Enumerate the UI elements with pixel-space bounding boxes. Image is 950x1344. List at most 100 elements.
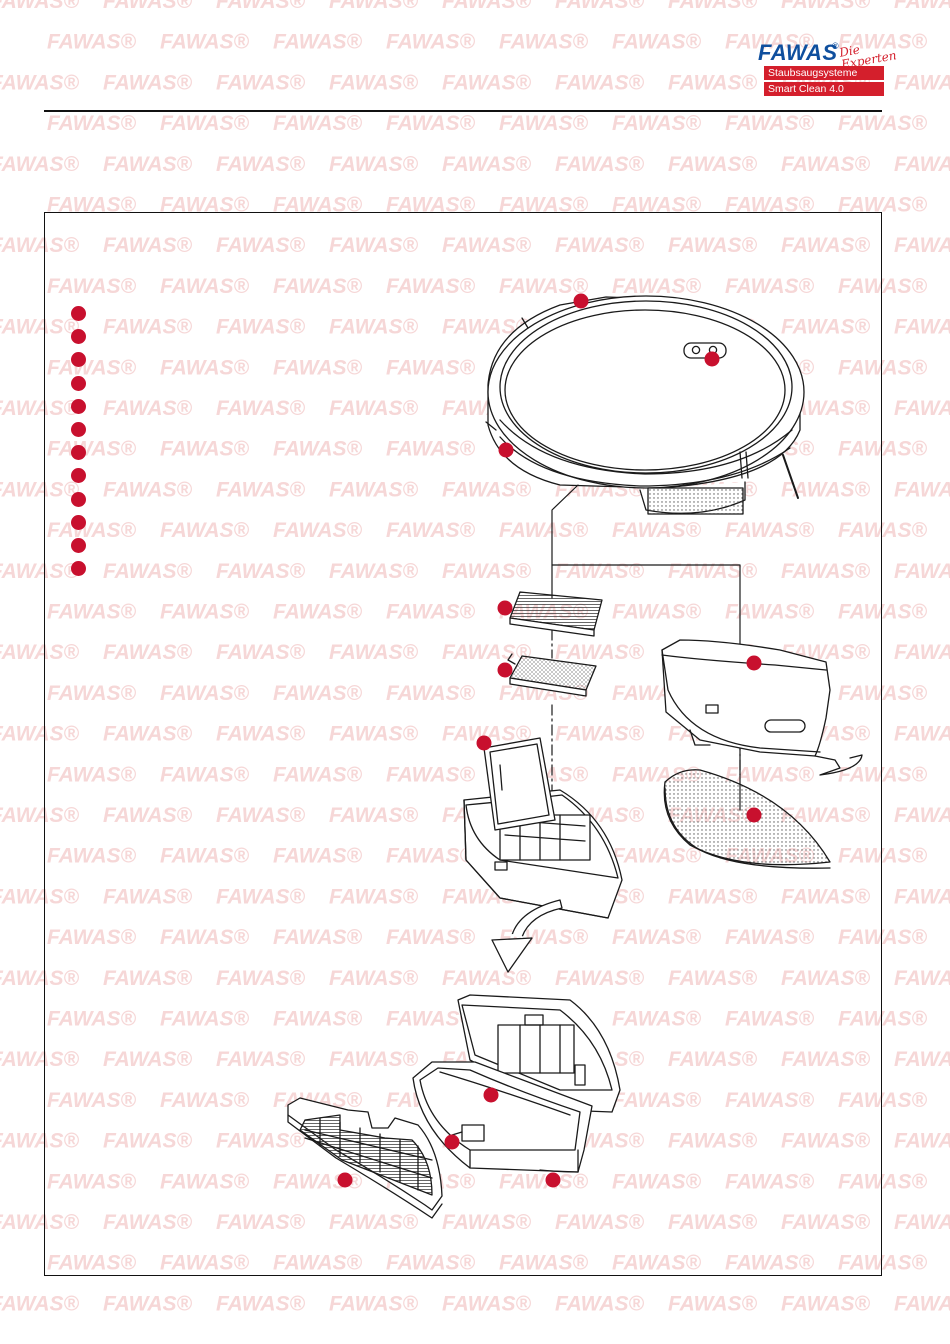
watermark-text: FAWAS® <box>273 519 363 542</box>
watermark-text: FAWAS® <box>725 31 815 54</box>
dustbin <box>463 737 623 919</box>
watermark-text: FAWAS® <box>894 1048 950 1071</box>
legend-marker <box>71 306 86 321</box>
watermark-text: FAWAS® <box>725 112 815 135</box>
watermark-text: FAWAS® <box>725 1008 815 1031</box>
watermark-text: FAWAS® <box>47 112 137 135</box>
watermark-text: FAWAS® <box>386 682 476 705</box>
watermark-text: FAWAS® <box>47 1008 137 1031</box>
watermark-text: FAWAS® <box>612 1089 702 1112</box>
watermark-text: FAWAS® <box>442 723 532 746</box>
watermark-text: FAWAS® <box>329 0 419 13</box>
watermark-text: FAWAS® <box>894 1292 950 1315</box>
watermark-text: FAWAS® <box>555 641 645 664</box>
watermark-text: FAWAS® <box>894 723 950 746</box>
watermark-text: FAWAS® <box>612 194 702 217</box>
watermark-text: FAWAS® <box>781 1130 871 1153</box>
watermark-text: FAWAS® <box>668 967 758 990</box>
watermark-text: FAWAS® <box>47 275 137 298</box>
legend-marker <box>71 514 86 530</box>
watermark-text: FAWAS® <box>47 1170 137 1193</box>
watermark-text: FAWAS® <box>555 0 645 13</box>
watermark-text: FAWAS® <box>160 519 250 542</box>
watermark-text: FAWAS® <box>838 356 928 379</box>
legend-marker <box>71 398 86 414</box>
watermark-text: FAWAS® <box>47 845 137 868</box>
watermark-text: FAWAS® <box>216 885 306 908</box>
watermark-text: FAWAS® <box>329 234 419 257</box>
watermark-text: FAWAS® <box>103 1292 193 1315</box>
dustbin-open <box>412 994 621 1173</box>
watermark-text: FAWAS® <box>47 438 137 461</box>
watermark-text: FAWAS® <box>612 601 702 624</box>
water-tank <box>661 639 863 776</box>
watermark-text: FAWAS® <box>442 71 532 94</box>
watermark-text: FAWAS® <box>838 682 928 705</box>
watermark-text: FAWAS® <box>0 967 80 990</box>
watermark-text: FAWAS® <box>103 723 193 746</box>
watermark-text: FAWAS® <box>668 885 758 908</box>
watermark-text: FAWAS® <box>838 275 928 298</box>
legend-marker <box>71 352 86 368</box>
watermark-text: FAWAS® <box>838 194 928 217</box>
watermark-text: FAWAS® <box>47 1252 137 1275</box>
callout-dustbin-open <box>483 1087 499 1103</box>
watermark-text: FAWAS® <box>781 804 871 827</box>
callout-filter-frame <box>337 1172 353 1188</box>
watermark-text: FAWAS® <box>47 194 137 217</box>
watermark-text: FAWAS® <box>668 153 758 176</box>
watermark-text: FAWAS® <box>0 641 80 664</box>
watermark-text: FAWAS® <box>329 885 419 908</box>
watermark-text: FAWAS® <box>838 1008 928 1031</box>
legend-marker <box>71 445 86 461</box>
watermark-text: FAWAS® <box>160 845 250 868</box>
watermark-text: FAWAS® <box>273 438 363 461</box>
watermark-text: FAWAS® <box>160 275 250 298</box>
watermark-text: FAWAS® <box>668 1048 758 1071</box>
watermark-text: FAWAS® <box>725 601 815 624</box>
watermark-text: FAWAS® <box>499 519 589 542</box>
watermark-text: FAWAS® <box>273 926 363 949</box>
watermark-text: FAWAS® <box>668 1130 758 1153</box>
watermark-text: FAWAS® <box>329 804 419 827</box>
watermark-text: FAWAS® <box>160 682 250 705</box>
watermark-text: FAWAS® <box>329 478 419 501</box>
watermark-text: FAWAS® <box>0 478 80 501</box>
watermark-text: FAWAS® <box>273 275 363 298</box>
watermark-text: FAWAS® <box>0 1292 80 1315</box>
watermark-text: FAWAS® <box>0 804 80 827</box>
watermark-text: FAWAS® <box>0 1048 80 1071</box>
watermark-text: FAWAS® <box>47 1089 137 1112</box>
watermark-text: FAWAS® <box>329 967 419 990</box>
watermark-text: FAWAS® <box>216 1048 306 1071</box>
watermark-text: FAWAS® <box>216 560 306 583</box>
watermark-text: FAWAS® <box>442 153 532 176</box>
watermark-text: FAWAS® <box>0 1130 80 1153</box>
watermark-text: FAWAS® <box>329 641 419 664</box>
watermark-text: FAWAS® <box>612 31 702 54</box>
watermark-text: FAWAS® <box>103 71 193 94</box>
watermark-text: FAWAS® <box>273 845 363 868</box>
legend-marker <box>71 375 86 391</box>
watermark-text: FAWAS® <box>612 926 702 949</box>
watermark-text: FAWAS® <box>781 1048 871 1071</box>
watermark-text: FAWAS® <box>781 478 871 501</box>
watermark-text: FAWAS® <box>838 1170 928 1193</box>
watermark-text: FAWAS® <box>329 1292 419 1315</box>
watermark-text: FAWAS® <box>103 478 193 501</box>
watermark-text: FAWAS® <box>386 356 476 379</box>
callout-dustbin-latch <box>444 1134 460 1150</box>
watermark-text: FAWAS® <box>216 153 306 176</box>
filter-frame <box>287 1097 443 1219</box>
figure-frame <box>44 212 882 1276</box>
callout-mop-pad <box>746 807 762 823</box>
watermark-text: FAWAS® <box>216 723 306 746</box>
watermark-text: FAWAS® <box>103 234 193 257</box>
watermark-text: FAWAS® <box>386 1252 476 1275</box>
watermark-text: FAWAS® <box>273 31 363 54</box>
watermark-text: FAWAS® <box>216 478 306 501</box>
watermark-text: FAWAS® <box>160 1089 250 1112</box>
watermark-text: FAWAS® <box>273 1252 363 1275</box>
watermark-text: FAWAS® <box>47 356 137 379</box>
callout-dustbin-base <box>545 1172 561 1188</box>
